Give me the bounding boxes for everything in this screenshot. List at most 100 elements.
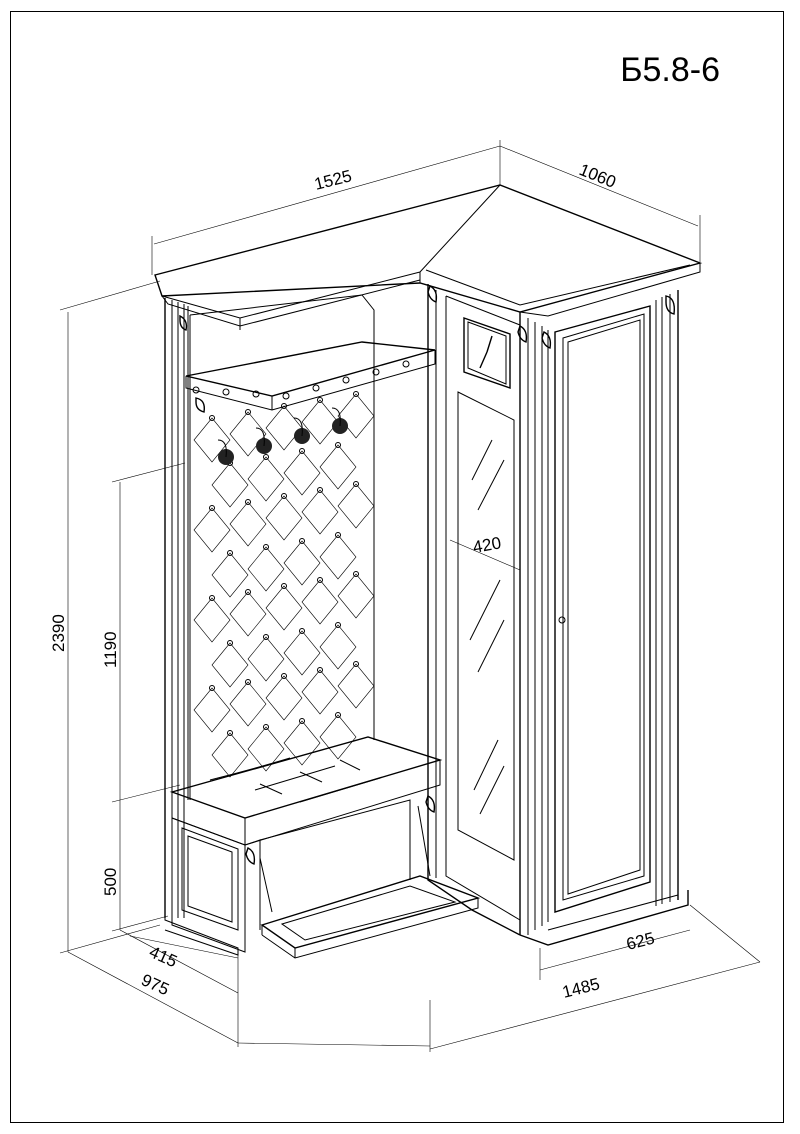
shoe-compartment (259, 799, 481, 959)
shelf-knob (222, 388, 230, 396)
bench-base (164, 817, 261, 956)
tuft-button (209, 505, 215, 511)
bench-seat (169, 736, 443, 846)
tuft-button (353, 661, 359, 667)
shelf-knob (372, 368, 380, 376)
tuft-button (299, 628, 305, 634)
shelf-knob (252, 390, 260, 398)
shelf-knob (282, 392, 290, 400)
tuft-cell (301, 579, 339, 625)
tuft-cell (319, 714, 357, 760)
tuft-button (353, 391, 359, 397)
tuft-button (299, 538, 305, 544)
tuft-button (317, 487, 323, 493)
tuft-button (281, 673, 287, 679)
tuft-cell (265, 585, 303, 631)
door-knob-icon (558, 616, 566, 624)
tuft-button (317, 397, 323, 403)
tuft-button (209, 595, 215, 601)
drawing-frame (10, 11, 784, 1123)
tuft-cell (229, 681, 267, 727)
shelf-knob (312, 384, 320, 392)
hook-icon (255, 427, 272, 454)
tuft-cell (211, 642, 249, 688)
tuft-button (209, 685, 215, 691)
tuft-button (317, 667, 323, 673)
model-number: Б5.8-6 (620, 51, 720, 89)
dim-seat-height: 500 (101, 868, 120, 896)
tuft-cell (193, 597, 231, 643)
tuft-cell (301, 669, 339, 715)
tuft-button (335, 622, 341, 628)
tuft-button (281, 493, 287, 499)
tuft-button (263, 544, 269, 550)
tuft-button (335, 532, 341, 538)
tuft-button (353, 571, 359, 577)
tuft-cell (319, 534, 357, 580)
tuft-cell (229, 591, 267, 637)
tuft-cell (301, 489, 339, 535)
wardrobe-door (554, 305, 651, 913)
tuft-cell (265, 495, 303, 541)
shelf-knob (192, 386, 200, 394)
dim-height-total: 2390 (49, 614, 68, 652)
hook-icon (217, 439, 234, 465)
tuft-cell (247, 456, 285, 502)
tuft-button (353, 481, 359, 487)
dimension-lines (59, 140, 761, 1052)
tuft-button (317, 577, 323, 583)
tuft-cell (265, 675, 303, 721)
tuft-cell (337, 393, 375, 439)
tuft-button (245, 679, 251, 685)
hat-shelf (185, 341, 436, 411)
tuft-button (227, 640, 233, 646)
tuft-cell (247, 726, 285, 772)
tuft-button (335, 712, 341, 718)
wardrobe-body (519, 290, 689, 946)
dim-bottom-depth-left: 415 (146, 942, 180, 971)
tuft-button (335, 442, 341, 448)
tuft-button (227, 550, 233, 556)
tuft-button (227, 730, 233, 736)
tuft-button (299, 718, 305, 724)
tuft-button (281, 583, 287, 589)
tuft-button (263, 724, 269, 730)
tuft-cell (193, 507, 231, 553)
tuft-cell (211, 552, 249, 598)
dim-top-width: 1525 (312, 166, 353, 194)
tuft-cell (283, 540, 321, 586)
dim-top-depth: 1060 (577, 160, 619, 192)
tuft-cell (319, 444, 357, 490)
tuft-cell (247, 546, 285, 592)
tuft-button (209, 415, 215, 421)
shelf-knob (342, 376, 350, 384)
tuft-cell (319, 624, 357, 670)
tuft-cell (211, 462, 249, 508)
clock-icon (463, 317, 511, 389)
tuft-button (245, 409, 251, 415)
tuft-cell (193, 417, 231, 463)
shelf-knob (402, 360, 410, 368)
tuft-cell (337, 663, 375, 709)
tuft-cell (229, 501, 267, 547)
tuft-cell (337, 483, 375, 529)
left-pilaster (164, 298, 189, 918)
tuft-button (263, 634, 269, 640)
tuft-button (263, 454, 269, 460)
tuft-button (245, 589, 251, 595)
dim-bottom-width-total: 1485 (560, 974, 601, 1002)
mirror-panel (427, 284, 521, 936)
hook-icon (331, 407, 348, 434)
hook-icon (293, 417, 310, 444)
tuft-cell (211, 732, 249, 778)
tuft-button (299, 448, 305, 454)
tuft-cell (229, 411, 267, 457)
tuft-cell (283, 450, 321, 496)
dim-bottom-depth-right: 625 (624, 929, 656, 954)
tuft-cell (283, 630, 321, 676)
tuft-cell (247, 636, 285, 682)
tuft-cell (193, 687, 231, 733)
dim-mirror-width: 420 (471, 533, 502, 557)
